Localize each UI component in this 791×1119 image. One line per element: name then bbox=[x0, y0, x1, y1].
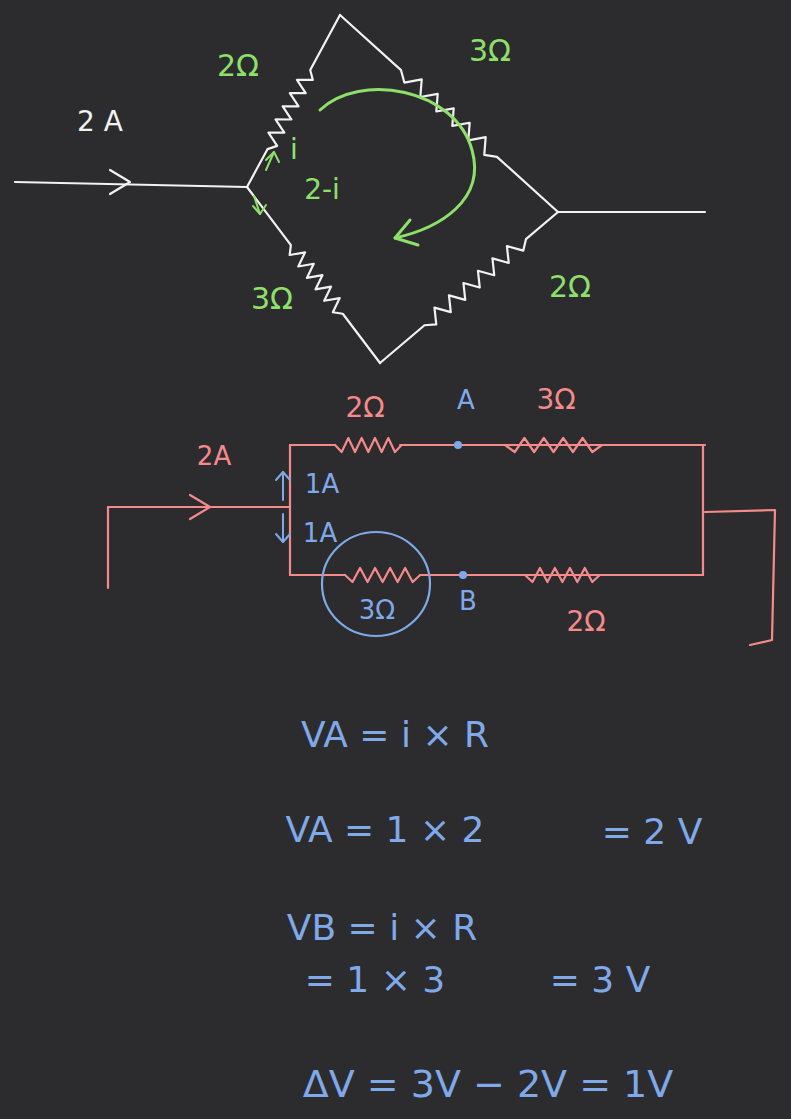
node-label: A bbox=[457, 386, 475, 415]
resistor-symbol bbox=[505, 438, 703, 452]
highlight-circle bbox=[322, 532, 430, 636]
current-arrowhead bbox=[276, 472, 290, 480]
input-wire bbox=[15, 182, 247, 187]
input-wire bbox=[108, 507, 290, 588]
resistor-symbol bbox=[345, 568, 703, 582]
equation: = 2 V bbox=[602, 812, 703, 852]
current-label: 2 A bbox=[77, 107, 123, 138]
equation: VA = 1 × 2 bbox=[286, 810, 485, 850]
equation: VB = i × R bbox=[287, 908, 477, 948]
current-label: 1A bbox=[305, 470, 339, 499]
wire bbox=[400, 444, 505, 446]
wire bbox=[702, 445, 704, 575]
current-label: 1A bbox=[303, 519, 337, 548]
loop-arrow bbox=[320, 90, 475, 238]
current-arrowhead bbox=[253, 205, 266, 214]
loop-arrowhead bbox=[395, 220, 418, 245]
wire bbox=[290, 444, 335, 446]
wire bbox=[289, 445, 291, 575]
resistance-label: 2Ω bbox=[217, 49, 259, 82]
output-wire bbox=[558, 211, 705, 213]
current-label: 2A bbox=[197, 442, 231, 471]
current-arrow bbox=[282, 514, 284, 542]
node-dot bbox=[454, 441, 462, 449]
resistor-symbol bbox=[525, 568, 703, 582]
equation: VA = i × R bbox=[301, 715, 489, 755]
current-arrowhead bbox=[190, 495, 210, 519]
node-dot bbox=[459, 571, 467, 579]
resistance-label: 2Ω bbox=[566, 607, 605, 638]
resistance-label: 3Ω bbox=[536, 385, 575, 416]
current-arrowhead bbox=[266, 152, 279, 162]
current-label: i bbox=[290, 135, 298, 166]
resistance-label: 3Ω bbox=[251, 282, 293, 315]
equation: ΔV = 3V − 2V = 1V bbox=[303, 1064, 674, 1106]
wire bbox=[420, 574, 525, 576]
resistor-symbol bbox=[247, 15, 340, 187]
current-arrowhead bbox=[110, 170, 130, 194]
resistance-label: 3Ω bbox=[469, 34, 511, 67]
current-label: 2-i bbox=[304, 175, 340, 206]
resistance-label: 3Ω bbox=[359, 596, 395, 625]
output-wire bbox=[705, 510, 775, 645]
resistor-symbol bbox=[247, 187, 380, 363]
resistor-symbol bbox=[335, 438, 705, 452]
current-arrow bbox=[282, 472, 284, 500]
resistance-label: 2Ω bbox=[345, 393, 384, 424]
node-label: B bbox=[459, 587, 477, 616]
current-arrowhead bbox=[276, 534, 290, 542]
resistance-label: 2Ω bbox=[549, 270, 591, 303]
wire bbox=[290, 574, 345, 576]
equation: = 3 V bbox=[550, 960, 651, 1000]
equation: = 1 × 3 bbox=[305, 960, 445, 1000]
